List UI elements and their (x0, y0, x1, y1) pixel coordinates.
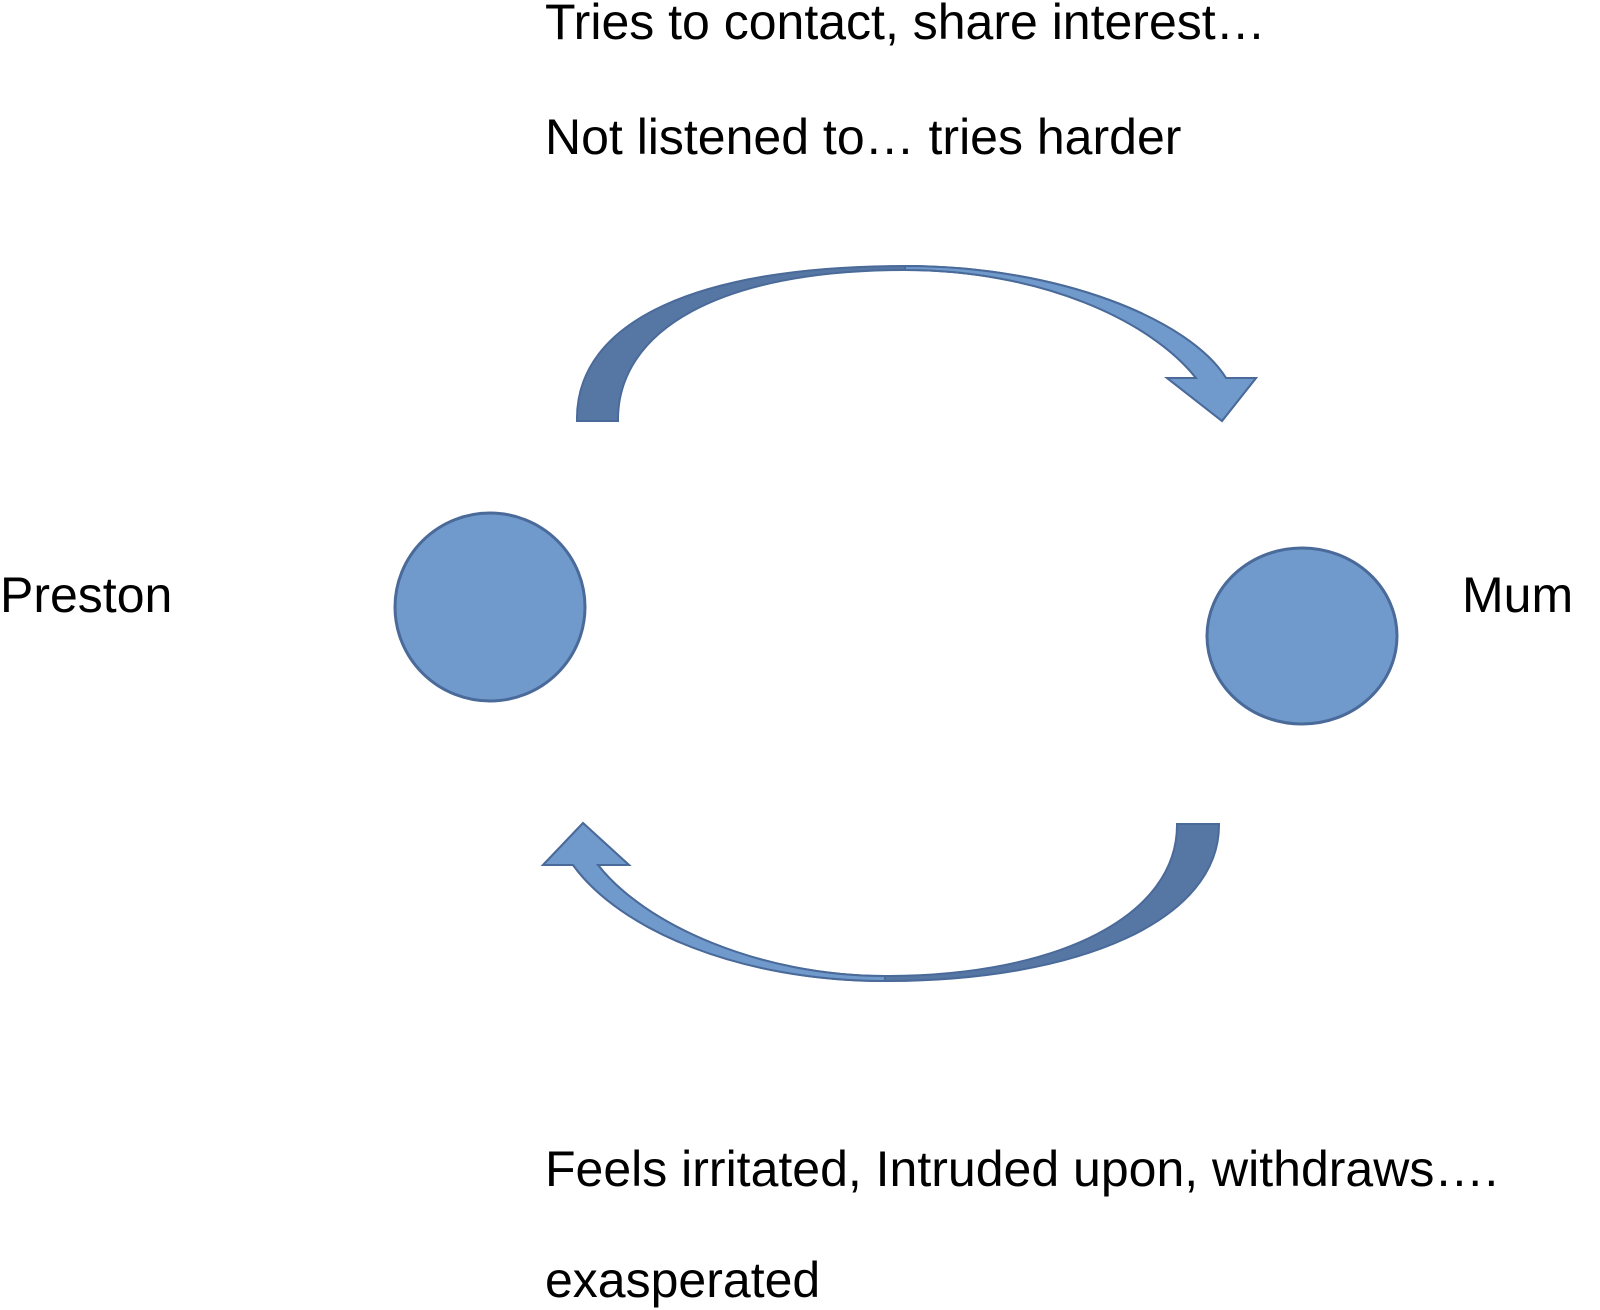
bottom-arrow-head (540, 821, 886, 983)
bottom-annotation-line-2: exasperated (545, 1252, 821, 1308)
preston-node (393, 511, 587, 703)
top-annotation-line-1: Tries to contact, share interest… (545, 0, 1266, 50)
top-curved-arrow (575, 264, 1259, 423)
mum-node (1205, 546, 1399, 726)
top-arrow-shaft (575, 264, 1259, 423)
bottom-annotation-line-1: Feels irritated, Intruded upon, withdraw… (545, 1141, 1499, 1197)
bottom-arrow-shaft (540, 821, 1221, 983)
top-arrow-head (904, 264, 1259, 423)
bottom-curved-arrow (540, 821, 1221, 983)
preston-label: Preston (0, 567, 173, 623)
top-annotation-line-2: Not listened to… tries harder (545, 109, 1182, 165)
mum-label: Mum (1462, 567, 1574, 623)
